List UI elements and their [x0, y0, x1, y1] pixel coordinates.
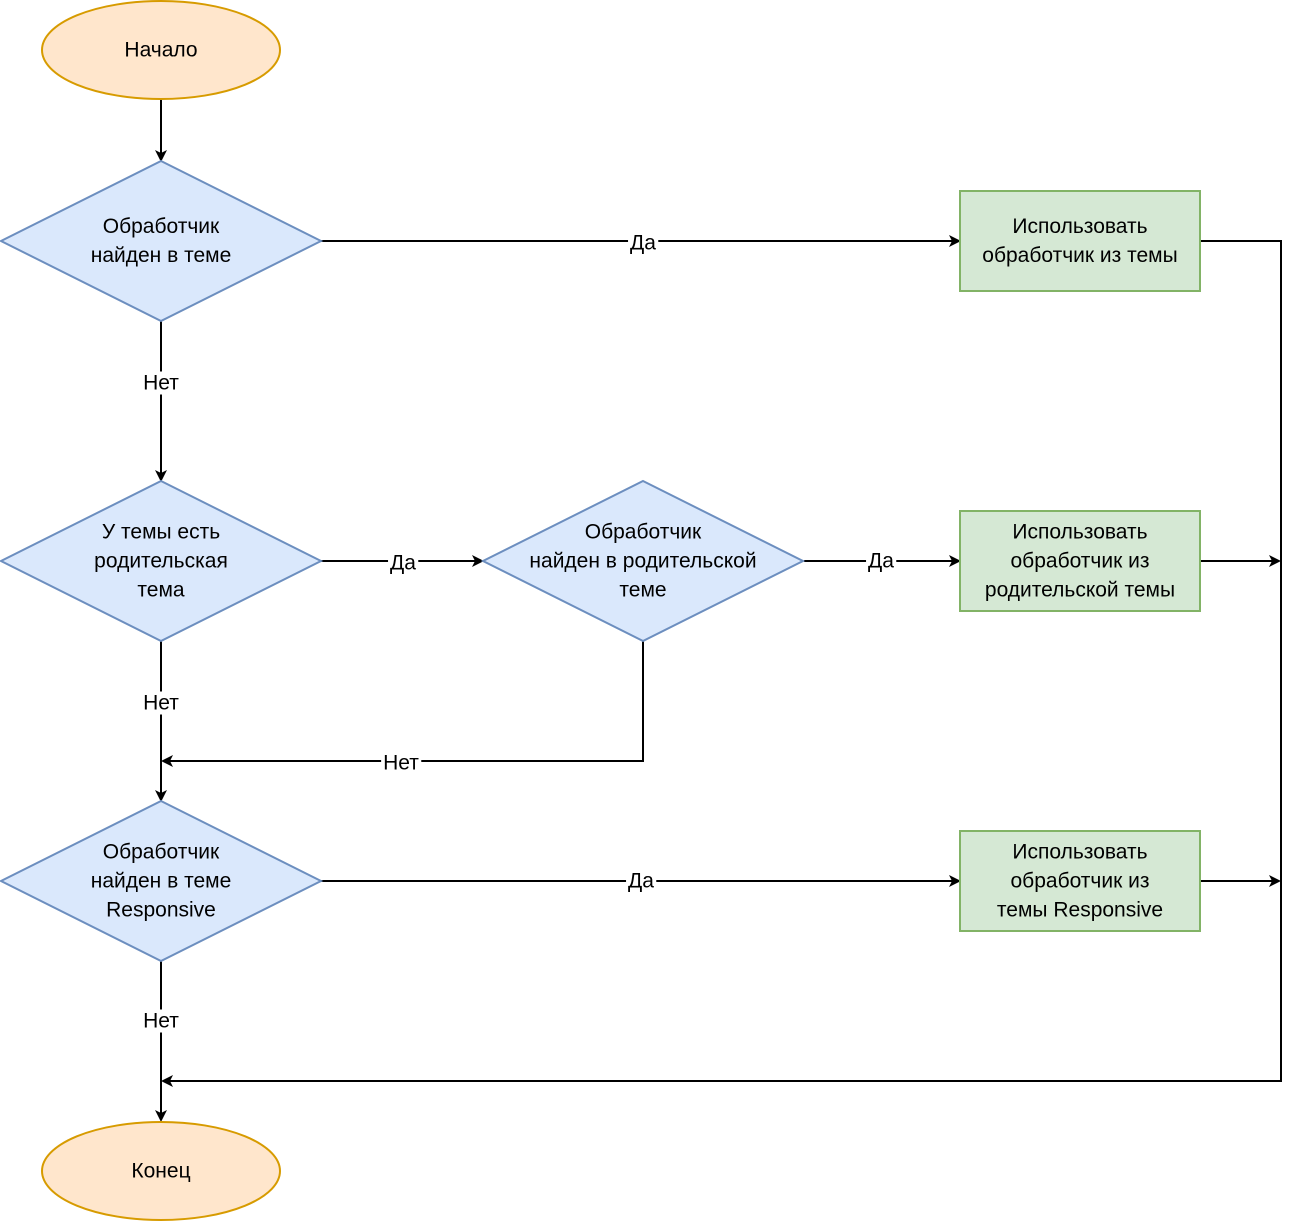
- node-label-line: родительская: [94, 550, 228, 573]
- node-label-line: обработчик из темы: [982, 244, 1177, 267]
- edge-label-check-responsive-yes: Да: [626, 869, 657, 893]
- node-use-theme: Использовать обработчик из темы: [959, 190, 1201, 292]
- terminal-ellipse: [41, 1121, 281, 1221]
- edge-use-theme-to-end: [161, 240, 1282, 1087]
- edge-label-text: Да: [868, 550, 894, 573]
- edge-label-background: [141, 371, 182, 395]
- node-label-line: найден в теме: [91, 244, 232, 267]
- edge-label-has-parent-no: Нет: [141, 691, 182, 715]
- process-box: [959, 510, 1201, 612]
- node-label-line: Использовать: [1012, 215, 1147, 238]
- node-label-line: Responsive: [106, 899, 216, 922]
- node-end: Конец: [41, 1121, 281, 1221]
- edge-label-background: [388, 551, 419, 575]
- edge-label-check-responsive-no: Нет: [141, 1009, 182, 1033]
- node-label-line: Начало: [124, 39, 197, 62]
- edge-label-text: Нет: [143, 372, 179, 395]
- node-label-line: родительской темы: [985, 579, 1175, 602]
- node-label-line: У темы есть: [102, 521, 220, 544]
- node-label-line: теме: [619, 579, 666, 602]
- edge-label-background: [866, 549, 897, 573]
- edge-label-background: [381, 751, 422, 775]
- node-label-line: Обработчик: [103, 841, 220, 864]
- edge-label-has-parent-yes: Да: [388, 551, 419, 575]
- edge-label-text: Да: [630, 232, 656, 255]
- decision-diamond: [0, 479, 324, 643]
- edge-check-parent-no: [161, 641, 644, 767]
- edges-layer: [155, 100, 1282, 1122]
- process-box: [959, 830, 1201, 932]
- edge-label-text: Нет: [143, 692, 179, 715]
- decision-diamond: [0, 799, 324, 963]
- edge-label-background: [628, 231, 659, 255]
- node-label-line: Обработчик: [103, 215, 220, 238]
- node-label-line: тема: [137, 579, 184, 602]
- edge-label-text: Да: [390, 552, 416, 575]
- node-label-line: темы Responsive: [997, 899, 1163, 922]
- edge-label-check-theme-no: Нет: [141, 371, 182, 395]
- node-label-line: Использовать: [1012, 521, 1147, 544]
- node-label-line: Обработчик: [585, 521, 702, 544]
- node-label-line: обработчик из: [1011, 870, 1150, 893]
- node-label-line: найден в теме: [91, 870, 232, 893]
- node-start: Начало: [41, 0, 281, 100]
- edge-label-text: Нет: [143, 1010, 179, 1033]
- edge-label-check-parent-yes: Да: [866, 549, 897, 573]
- node-label-line: найден в родительской: [529, 550, 756, 573]
- node-check-parent: Обработчик найден в родительской теме: [480, 479, 806, 643]
- edge-label-check-theme-yes: Да: [628, 231, 659, 255]
- edge-label-background: [141, 691, 182, 715]
- process-box: [959, 190, 1201, 292]
- node-use-parent: Использовать обработчик из родительской те…: [959, 510, 1201, 612]
- node-check-theme: Обработчик найден в теме: [0, 159, 324, 323]
- edge-label-check-parent-no: Нет: [381, 751, 422, 775]
- decision-diamond: [480, 479, 806, 643]
- node-label-line: Конец: [131, 1160, 190, 1183]
- edge-label-background: [626, 869, 657, 893]
- node-has-parent: У темы есть родительская тема: [0, 479, 324, 643]
- edge-label-text: Да: [628, 870, 654, 893]
- terminal-ellipse: [41, 0, 281, 100]
- node-use-responsive: Использовать обработчик из темы Responsive: [959, 830, 1201, 932]
- edge-label-background: [141, 1009, 182, 1033]
- decision-diamond: [0, 159, 324, 323]
- node-label-line: Использовать: [1012, 841, 1147, 864]
- edge-label-text: Нет: [383, 752, 419, 775]
- node-label-line: обработчик из: [1011, 550, 1150, 573]
